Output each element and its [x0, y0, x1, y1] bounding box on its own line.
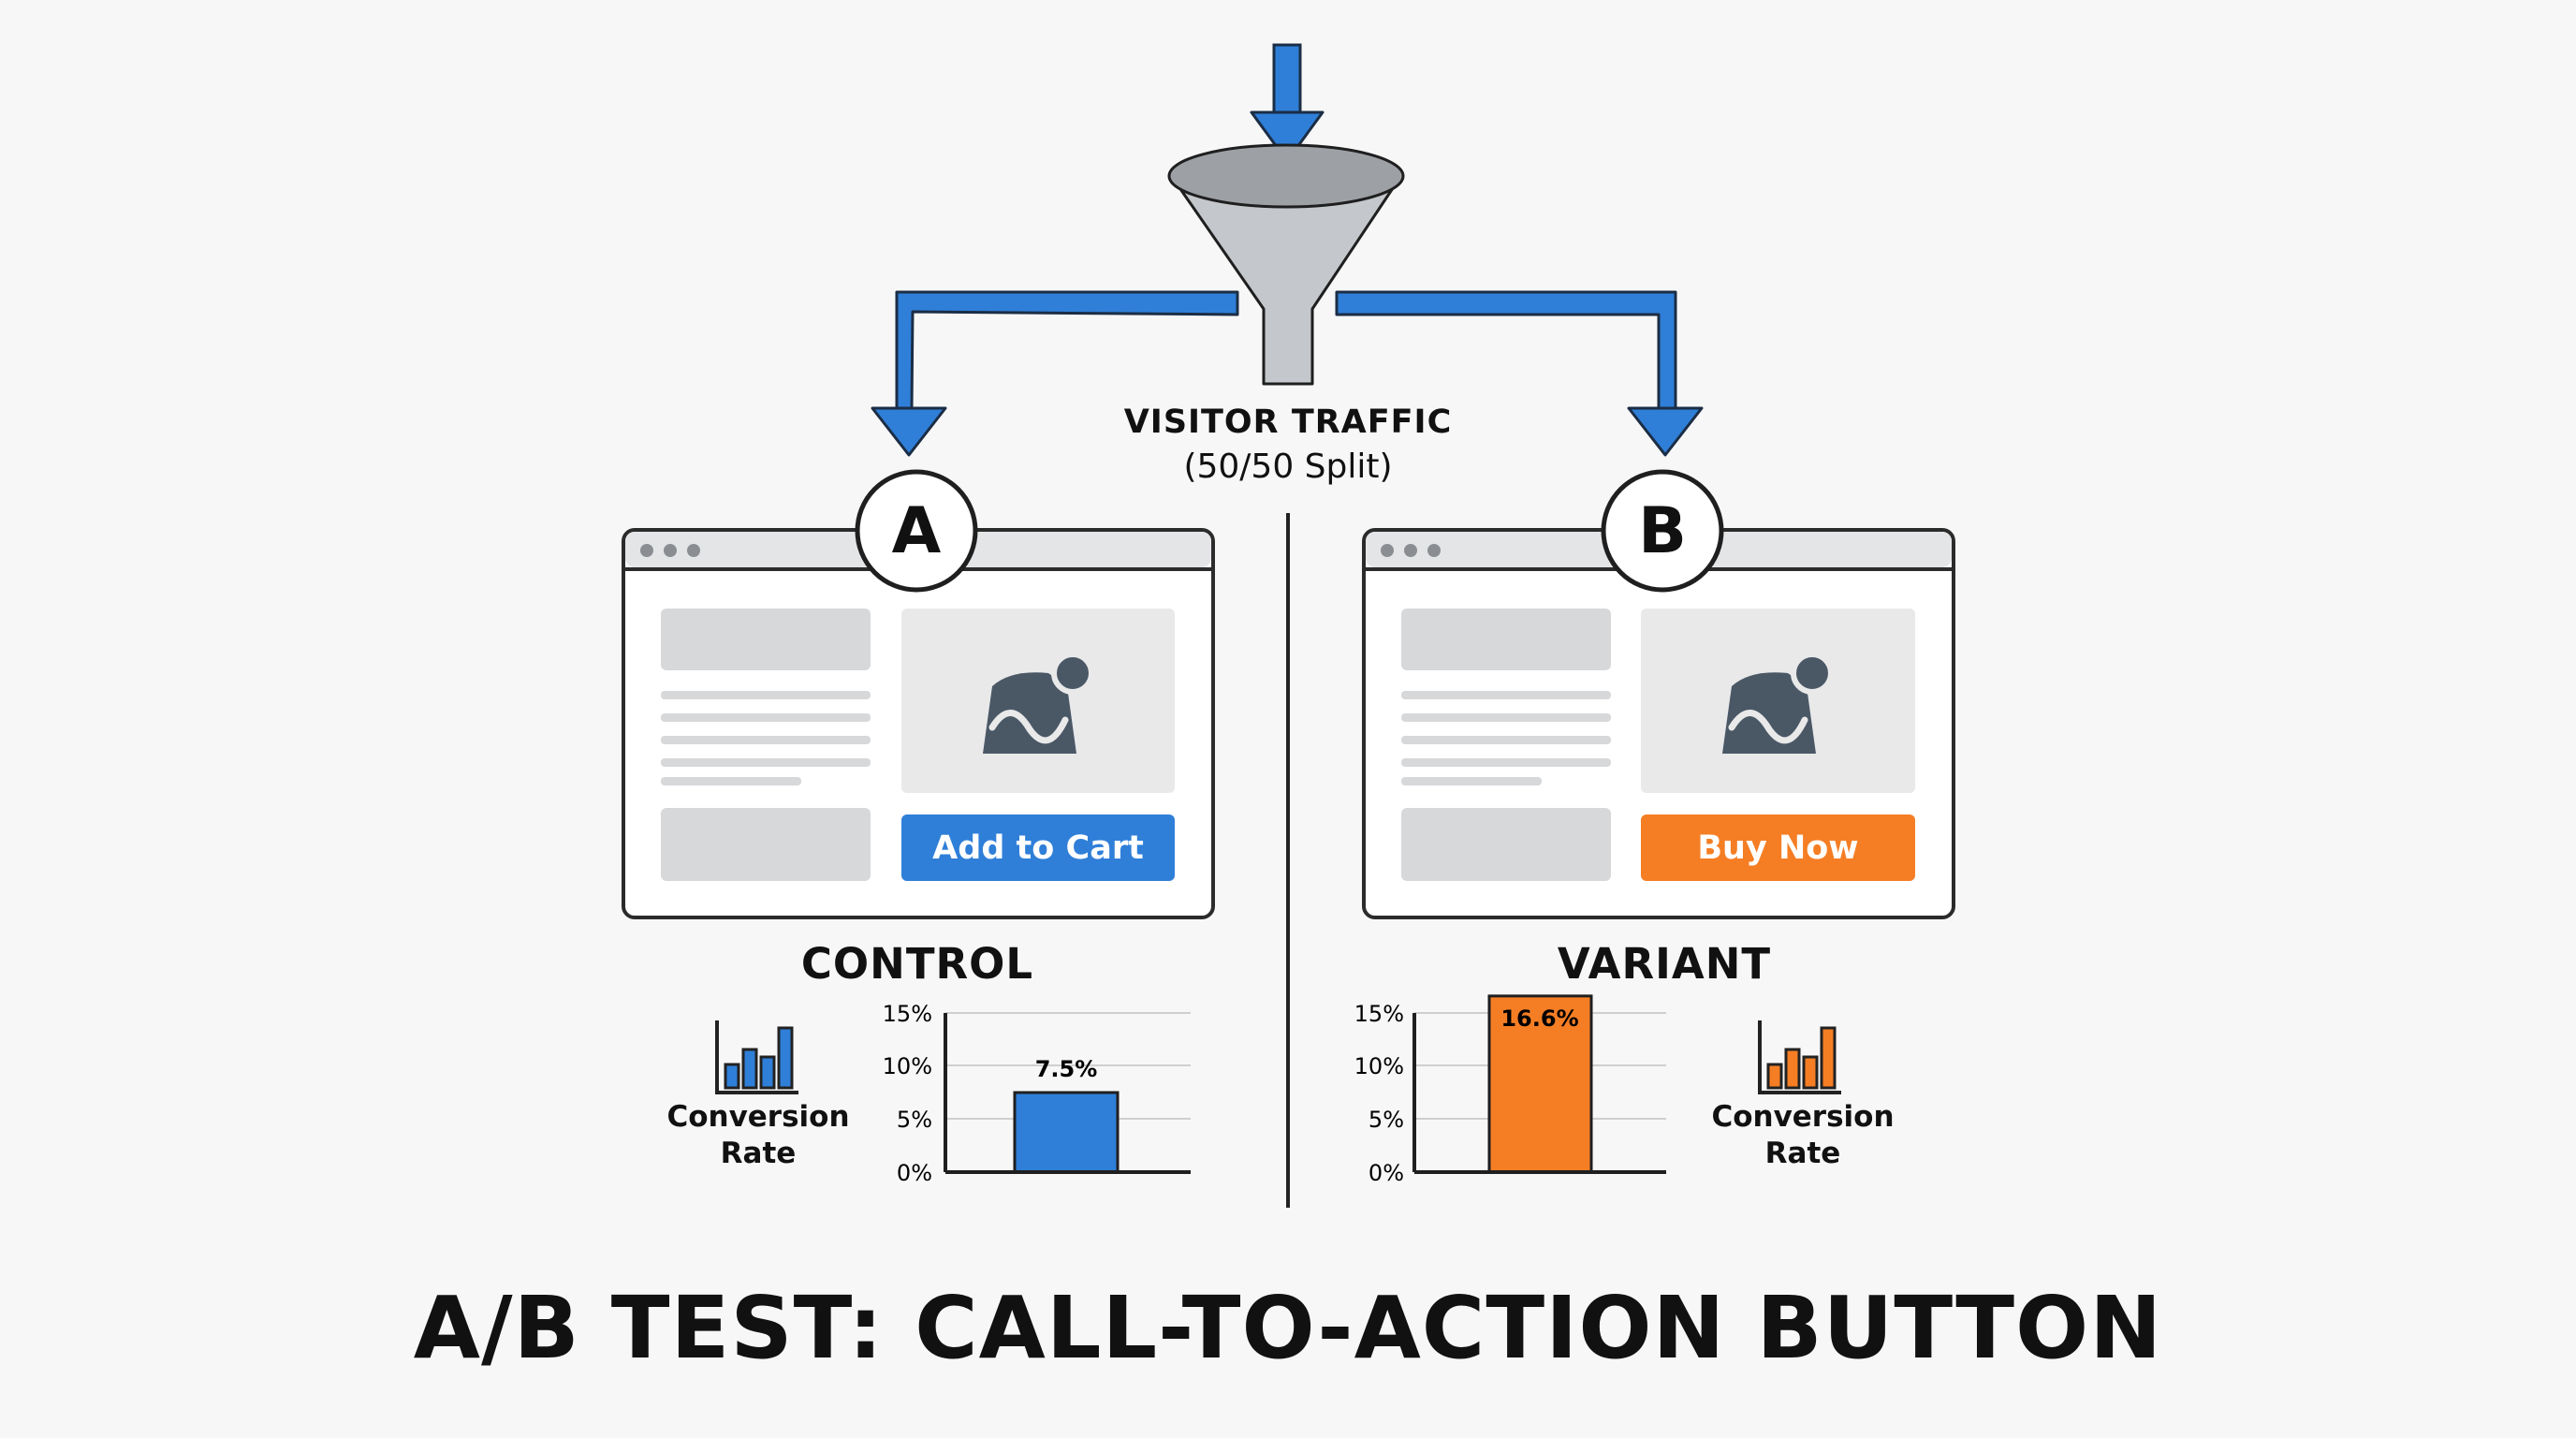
conversion-rate-label-a: Conversion Rate: [618, 1099, 899, 1172]
y-tick-label: 15%: [1354, 1001, 1404, 1027]
placeholder-block: [661, 609, 871, 670]
text-line: [1401, 691, 1611, 699]
text-line: [661, 736, 871, 744]
window-dot: [1381, 544, 1394, 557]
funnel-icon: [1167, 143, 1405, 386]
window-dot: [1404, 544, 1417, 557]
conversion-chart-a: 15% 10% 5% 0% 7.5%: [883, 1001, 1191, 1186]
badge-a-letter: A: [892, 494, 942, 568]
badge-a: A: [855, 469, 978, 593]
bar-chart-icon: [1758, 1020, 1841, 1094]
window-dot: [664, 544, 677, 557]
window-dot: [640, 544, 653, 557]
text-line: [1401, 736, 1611, 744]
window-dot: [687, 544, 700, 557]
y-tick-label: 5%: [897, 1107, 932, 1133]
text-line: [661, 777, 801, 785]
text-line: [1401, 777, 1542, 785]
y-tick-label: 5%: [1368, 1107, 1404, 1133]
buy-now-button[interactable]: Buy Now: [1641, 814, 1915, 881]
text-line: [661, 758, 871, 767]
badge-b-letter: B: [1638, 494, 1687, 568]
placeholder-block: [661, 808, 871, 881]
add-to-cart-button[interactable]: Add to Cart: [901, 814, 1175, 881]
y-tick-label: 10%: [1354, 1053, 1404, 1079]
bar-value-label: 7.5%: [1035, 1056, 1098, 1082]
conversion-label-line: Conversion: [666, 1100, 850, 1134]
y-tick-label: 15%: [883, 1001, 932, 1027]
branch-arrow-left: [871, 290, 1239, 457]
bar-chart-icon: [715, 1020, 798, 1094]
badge-b: B: [1601, 469, 1724, 593]
traffic-split-label: (50/50 Split): [1183, 448, 1393, 486]
window-dot: [1427, 544, 1441, 557]
page-title: A/B TEST: CALL-TO-ACTION BUTTON: [413, 1278, 2163, 1378]
text-line: [661, 691, 871, 699]
y-tick-label: 0%: [897, 1160, 932, 1186]
conversion-label-line: Rate: [1764, 1137, 1841, 1170]
text-line: [1401, 758, 1611, 767]
conversion-chart-b: 15% 10% 5% 0% 16.6%: [1354, 994, 1666, 1186]
y-tick-label: 10%: [883, 1053, 932, 1079]
text-line: [661, 713, 871, 722]
branch-arrow-right: [1335, 290, 1704, 457]
chart-bar: [1013, 1091, 1120, 1174]
variant-label: VARIANT: [1557, 939, 1772, 989]
control-label: CONTROL: [800, 939, 1034, 989]
traffic-title: VISITOR TRAFFIC: [1123, 404, 1453, 441]
text-line: [1401, 713, 1611, 722]
incoming-traffic-arrow: [1250, 43, 1325, 163]
conversion-label-line: Conversion: [1711, 1100, 1895, 1134]
placeholder-block: [1401, 609, 1611, 670]
bar-value-label: 16.6%: [1500, 1005, 1578, 1032]
placeholder-block: [1401, 808, 1611, 881]
y-tick-label: 0%: [1368, 1160, 1404, 1186]
conversion-label-line: Rate: [720, 1137, 797, 1170]
conversion-rate-label-b: Conversion Rate: [1662, 1099, 1943, 1172]
